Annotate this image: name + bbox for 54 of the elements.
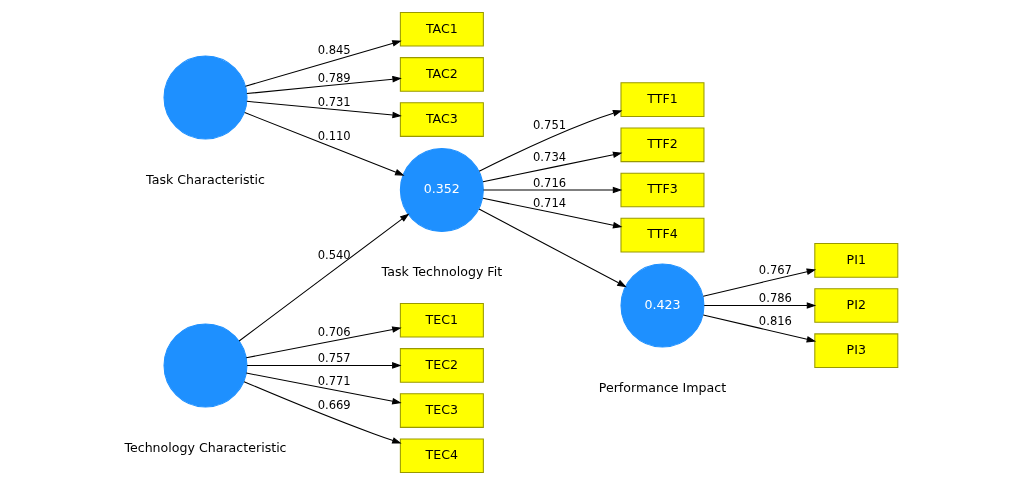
arrow xyxy=(238,213,410,342)
edge-label: 0.110 xyxy=(317,129,351,144)
arrow xyxy=(245,326,402,359)
arrow xyxy=(246,100,402,119)
node-label: Task Characteristic xyxy=(146,171,265,187)
edge-label: 0.751 xyxy=(533,117,567,132)
node-box: TEC4 xyxy=(399,438,484,474)
node-label: Performance Impact xyxy=(598,379,727,395)
node-box: TAC1 xyxy=(399,11,484,47)
edge-label: 0.757 xyxy=(317,351,351,366)
arrow xyxy=(483,186,623,194)
arrow xyxy=(246,75,402,95)
node-box: TAC2 xyxy=(399,57,484,92)
arrow xyxy=(703,302,817,309)
node-box: PI1 xyxy=(814,243,899,278)
arrow xyxy=(478,208,627,288)
node-box: TTF4 xyxy=(620,217,705,253)
arrow xyxy=(702,314,817,343)
node-box: TEC1 xyxy=(399,302,484,338)
arrow xyxy=(244,40,402,87)
node-box: TTF1 xyxy=(620,82,705,117)
edge-label: 0.845 xyxy=(317,43,351,58)
edge-label: 0.706 xyxy=(317,324,351,339)
node-label: Technology Characteristic xyxy=(124,439,287,455)
arrow xyxy=(246,362,402,369)
edge-label: 0.734 xyxy=(533,150,567,165)
node-circle xyxy=(163,55,248,140)
node-box: PI2 xyxy=(814,288,899,323)
edge-label: 0.816 xyxy=(758,314,792,329)
node-box: PI3 xyxy=(814,333,899,369)
node-box: TTF3 xyxy=(620,172,705,208)
edge-label: 0.716 xyxy=(533,175,567,190)
node-box: TAC3 xyxy=(399,102,484,137)
edge-label: 0.714 xyxy=(533,195,567,210)
node-label: Task Technology Fit xyxy=(381,264,503,280)
arrow xyxy=(482,151,623,183)
arrow xyxy=(478,110,623,172)
edge-label: 0.786 xyxy=(758,291,792,306)
edge-label: 0.789 xyxy=(317,70,351,85)
arrow xyxy=(482,197,623,229)
edge-label: 0.771 xyxy=(317,374,351,389)
arrow xyxy=(244,112,405,176)
edge-label: 0.669 xyxy=(317,398,351,413)
node-circle xyxy=(163,323,248,408)
edge-label: 0.731 xyxy=(317,94,351,109)
arrow xyxy=(245,372,402,405)
node-box: TEC3 xyxy=(399,393,484,428)
arrow xyxy=(243,381,402,444)
edge-label: 0.767 xyxy=(758,262,792,277)
edge-label: 0.540 xyxy=(317,248,351,263)
node-circle: 0.423 xyxy=(620,263,705,348)
arrow xyxy=(702,268,817,297)
node-box: TEC2 xyxy=(399,348,484,383)
node-box: TTF2 xyxy=(620,127,705,163)
